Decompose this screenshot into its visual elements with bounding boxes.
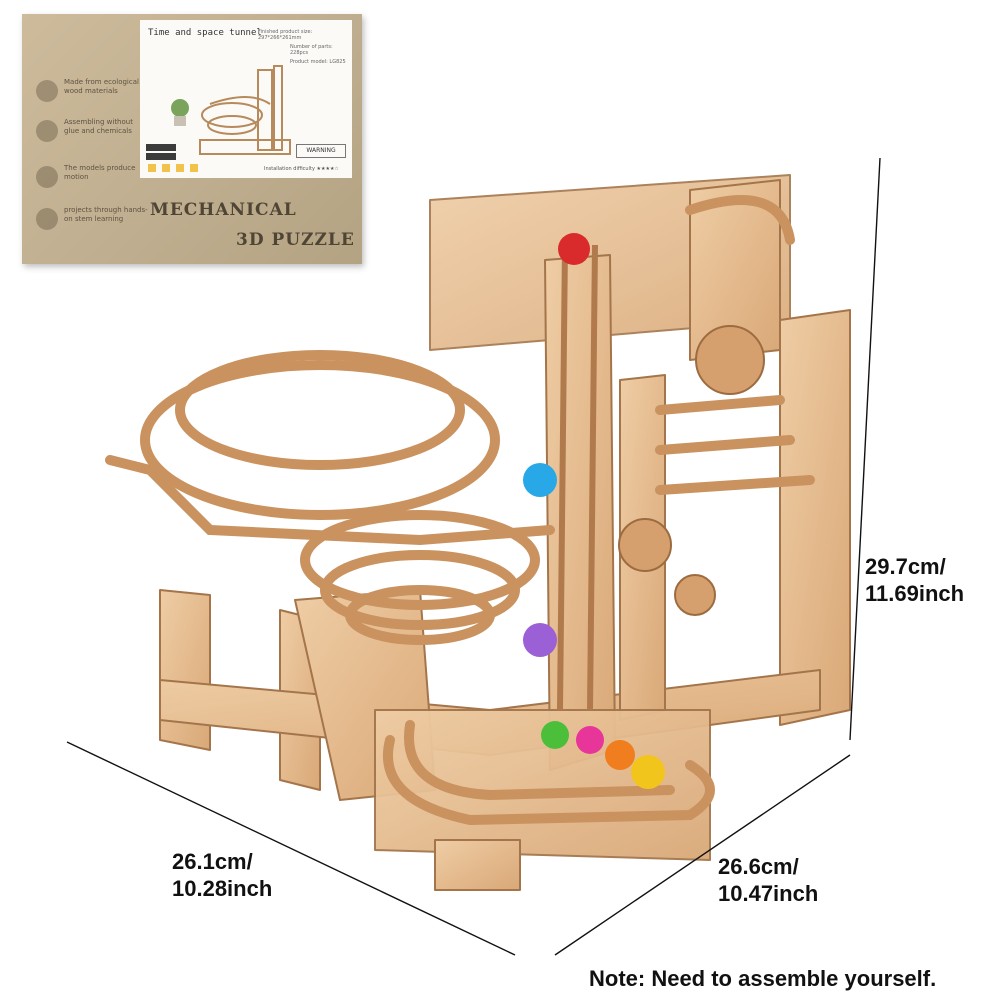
box-photo-parts: Number of parts: 228pcs: [290, 44, 333, 56]
puzzle-piece-icon: [36, 120, 58, 142]
width-cm: 26.6cm/: [718, 854, 799, 879]
wooden-marble-run-model: [105, 174, 851, 891]
box-feature: The models produce motion: [36, 162, 146, 198]
box-warning-label: WARNING: [296, 144, 346, 158]
length-cm: 26.1cm/: [172, 849, 253, 874]
box-feature: projects through hands-on stem learning: [36, 204, 148, 240]
box-title-line2: 3D PUZZLE: [236, 230, 355, 250]
box-photo-model: Product model: LG825: [290, 59, 346, 65]
box-photo-title: Time and space tunnel: [148, 28, 262, 38]
box-feature-list: Made from ecological wood materials Asse…: [22, 14, 148, 264]
box-difficulty: Installation difficulty ★★★★☆: [264, 166, 339, 172]
height-inch: 11.69inch: [865, 581, 965, 606]
box-mini-model-image: [146, 65, 291, 172]
gears-icon: [36, 166, 58, 188]
box-title-line1: MECHANICAL: [150, 200, 297, 220]
head-icon: [36, 208, 58, 230]
height-cm: 29.7cm/: [865, 554, 946, 579]
length-dimension-label: 26.1cm/ 10.28inch: [172, 848, 272, 902]
box-feature-text: Made from ecological wood materials: [64, 78, 139, 95]
box-feature: Made from ecological wood materials: [36, 76, 146, 112]
box-feature-text: projects through hands-on stem learning: [64, 206, 148, 223]
length-inch: 10.28inch: [172, 876, 273, 901]
box-feature-text: The models produce motion: [64, 164, 136, 181]
box-feature-text: Assembling without glue and chemicals: [64, 118, 133, 135]
height-dimension-label: 29.7cm/ 11.69inch: [865, 553, 964, 607]
box-feature: Assembling without glue and chemicals: [36, 116, 146, 152]
product-box-image: Made from ecological wood materials Asse…: [22, 14, 362, 264]
assembly-note: Note: Need to assemble yourself.: [589, 966, 937, 991]
width-inch: 10.47inch: [718, 881, 819, 906]
box-photo-panel: Time and space tunnel Finished product s…: [140, 20, 352, 178]
box-photo-size: Finished product size: 297*266*261mm: [258, 29, 313, 41]
leaf-icon: [36, 80, 58, 102]
width-dimension-label: 26.6cm/ 10.47inch: [718, 853, 818, 907]
